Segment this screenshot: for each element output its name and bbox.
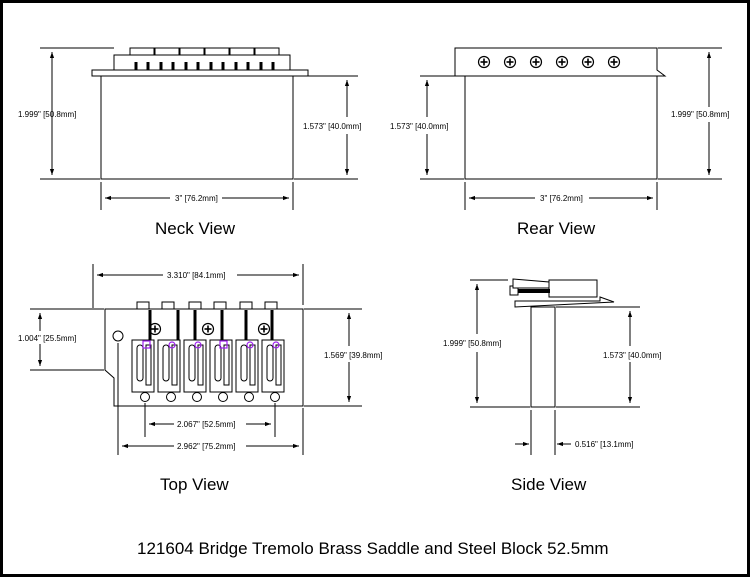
side-view: 1.999" [50.8mm] 1.573" [40.0mm] 0.516" [… <box>443 278 661 494</box>
top-dim-depth-left: 1.004" [25.5mm] <box>18 334 76 343</box>
side-dim-block-width: 0.516" [13.1mm] <box>575 440 633 449</box>
sheet-title: 121604 Bridge Tremolo Brass Saddle and S… <box>137 539 609 558</box>
top-view: 3.310" [84.1mm] 1.004" [25.5mm] 1.569" [… <box>18 264 382 494</box>
rear-view-block <box>464 75 658 180</box>
side-view-plate <box>514 296 615 308</box>
neck-view-block <box>100 75 294 180</box>
neck-dim-height-total: 1.999" [50.8mm] <box>18 110 76 119</box>
side-view-title: Side View <box>511 475 587 494</box>
top-dim-mount-spacing: 2.962" [75.2mm] <box>177 442 235 451</box>
side-view-saddle <box>548 279 598 298</box>
neck-dim-height-block: 1.573" [40.0mm] <box>303 122 361 131</box>
top-dim-string-spacing: 2.067" [52.5mm] <box>177 420 235 429</box>
rear-dim-height-block: 1.573" [40.0mm] <box>390 122 448 131</box>
rear-view-title: Rear View <box>517 219 596 238</box>
rear-dim-height-total: 1.999" [50.8mm] <box>671 110 729 119</box>
side-dim-height-block: 1.573" [40.0mm] <box>603 351 661 360</box>
rear-dim-width: 3" [76.2mm] <box>540 194 583 203</box>
top-dim-overall-width: 3.310" [84.1mm] <box>167 271 225 280</box>
top-view-saddles <box>131 339 285 393</box>
neck-dim-width: 3" [76.2mm] <box>175 194 218 203</box>
neck-view-title: Neck View <box>155 219 236 238</box>
side-dim-height-total: 1.999" [50.8mm] <box>443 339 501 348</box>
side-view-block <box>530 306 556 408</box>
top-view-title: Top View <box>160 475 229 494</box>
rear-view: 1.573" [40.0mm] 1.999" [50.8mm] 3" [76.2… <box>390 47 729 238</box>
top-dim-depth-right: 1.569" [39.8mm] <box>324 351 382 360</box>
neck-view-saddles <box>113 47 291 72</box>
neck-view: 1.999" [50.8mm] 1.573" [40.0mm] 3" [76.2… <box>18 47 361 238</box>
top-view-hole <box>112 330 124 342</box>
top-view-string-holes <box>140 392 280 402</box>
neck-view-plate <box>91 69 309 77</box>
